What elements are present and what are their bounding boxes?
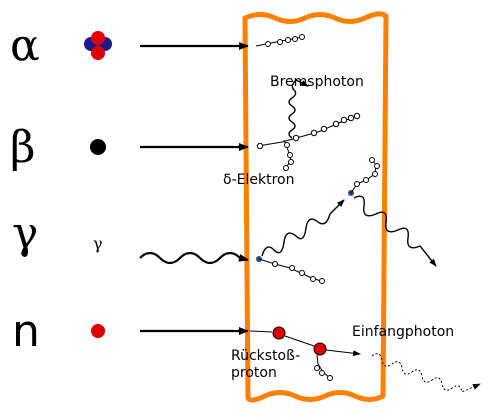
einfangphoton-wave bbox=[371, 353, 481, 393]
scattered-photon-wave bbox=[261, 199, 345, 257]
einfangphoton-label: Einfangphoton bbox=[352, 324, 454, 340]
recoil-proton-start-icon bbox=[272, 326, 286, 340]
alpha-particle-icon bbox=[84, 31, 112, 60]
gamma-small-symbol: γ bbox=[93, 234, 103, 253]
neutron-inner-path bbox=[249, 330, 273, 333]
photoelectron-track bbox=[350, 157, 380, 194]
delta-electron-track bbox=[283, 139, 294, 171]
delta-electron-label: δ-Elektron bbox=[223, 172, 294, 188]
beta-symbol: β bbox=[10, 122, 35, 173]
recoil-track bbox=[314, 354, 333, 381]
alpha-symbol: α bbox=[10, 20, 40, 71]
gamma-beam-wave bbox=[139, 251, 249, 265]
recoil-proton-icon bbox=[313, 342, 327, 356]
neutron-symbol: n bbox=[12, 306, 40, 357]
gamma-symbol: γ bbox=[12, 208, 38, 259]
beta-track bbox=[256, 112, 361, 150]
bremsphoton-wave bbox=[288, 79, 309, 139]
bremsphoton-label: Bremsphoton bbox=[270, 74, 364, 90]
recoil-proton-label-line1: Rückstoß- bbox=[231, 348, 300, 364]
capture-arrow bbox=[325, 349, 361, 357]
outgoing-photon-wave bbox=[353, 195, 437, 267]
neutron-icon bbox=[91, 324, 105, 338]
beta-electron-icon bbox=[90, 139, 106, 155]
neutron-scattered-path bbox=[284, 335, 315, 347]
absorber-slab bbox=[242, 11, 389, 403]
recoil-proton-label-line2: proton bbox=[231, 365, 277, 381]
compton-electron-track bbox=[258, 258, 325, 284]
alpha-ionization-chain bbox=[255, 34, 305, 47]
